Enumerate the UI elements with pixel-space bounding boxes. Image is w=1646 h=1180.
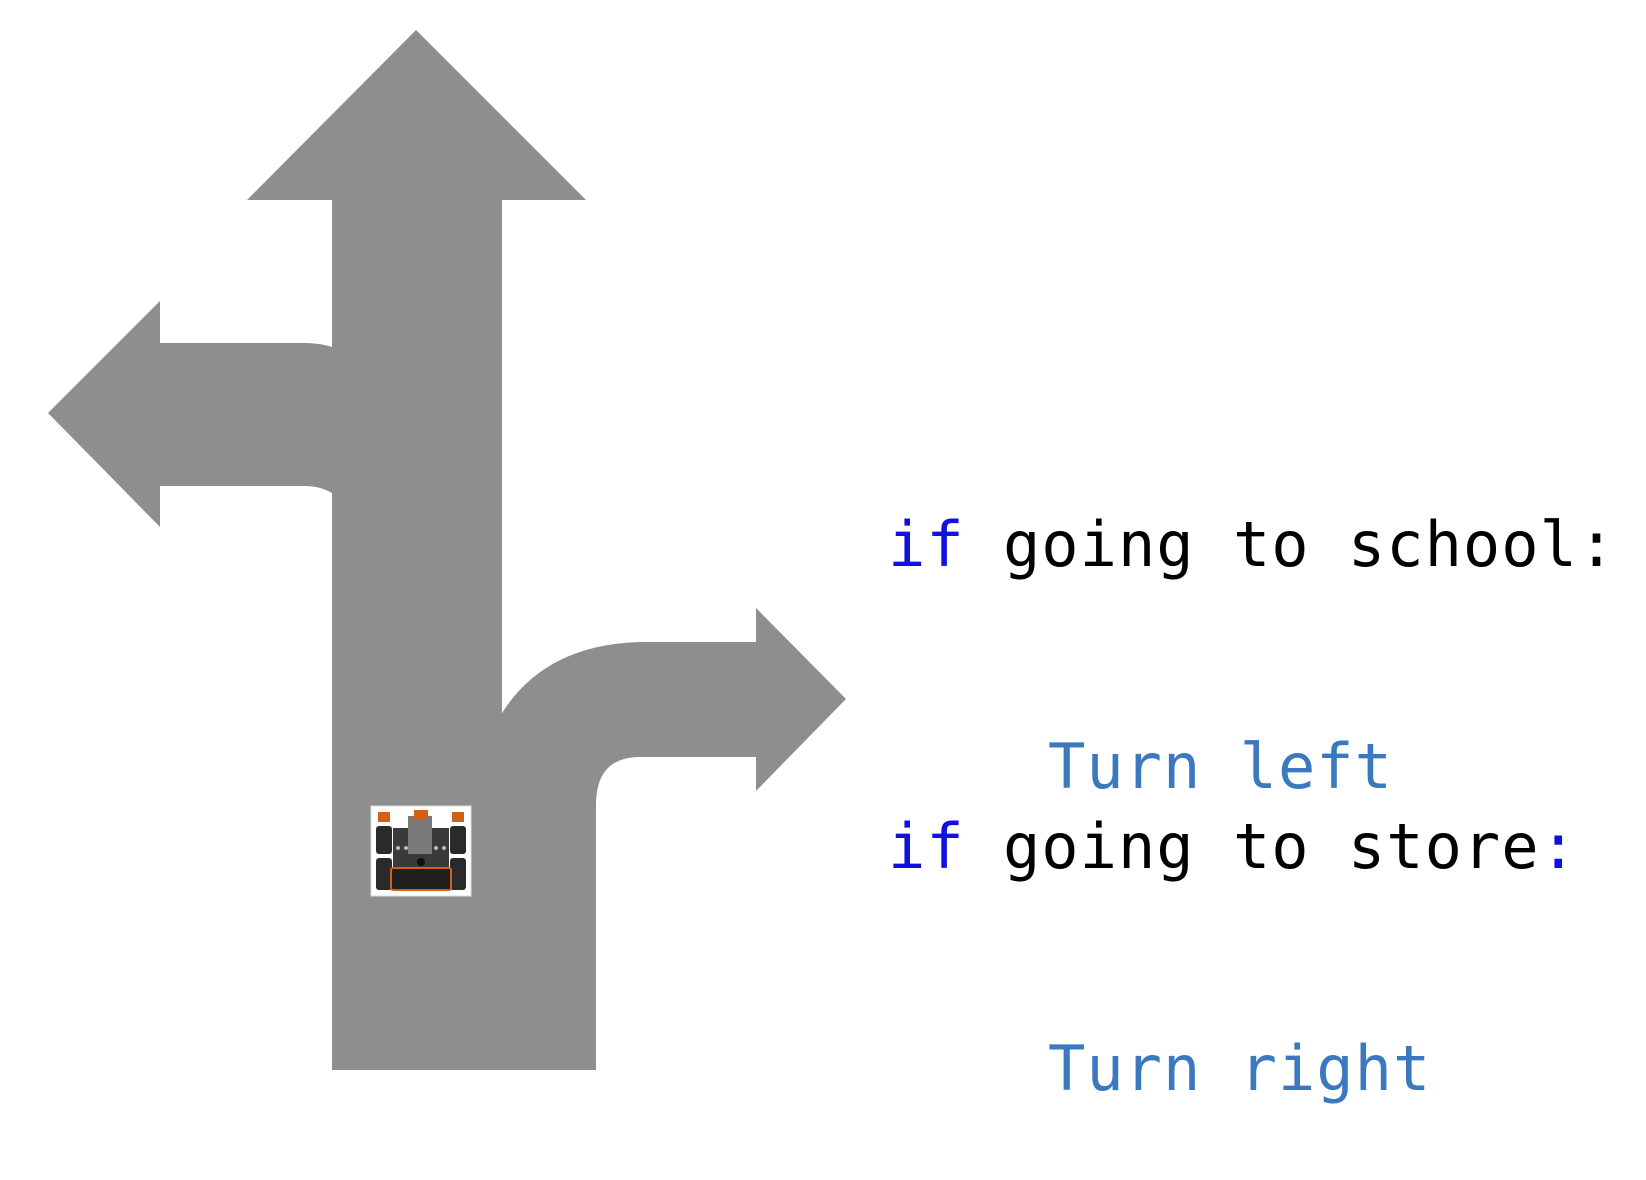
code-line-if-store: if going to store: [888, 810, 1578, 884]
condition-school: going to school [964, 508, 1578, 581]
colon: : [1539, 810, 1578, 883]
code-block-school: if going to school: Turn left [888, 360, 1616, 878]
statement-turn-right: Turn right [1048, 1032, 1432, 1105]
statement-turn-left: Turn left [1048, 730, 1393, 803]
robot-icon [370, 805, 472, 897]
left-turn-arrow [48, 301, 335, 527]
colon: : [1577, 508, 1617, 581]
condition-store: going to store [964, 810, 1540, 883]
keyword-if: if [888, 508, 965, 581]
code-line-if-school: if going to school: [888, 508, 1616, 582]
road-diagram [48, 30, 846, 1070]
right-turn-arrow [498, 608, 846, 1070]
code-block-store: if going to store: Turn right [888, 662, 1578, 1180]
keyword-if: if [888, 810, 965, 883]
